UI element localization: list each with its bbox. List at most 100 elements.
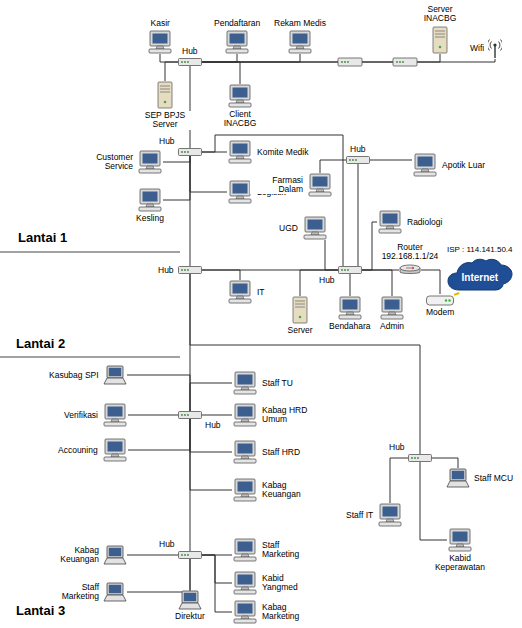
network-cable [362,222,377,270]
network-cable [390,458,408,503]
device-label: Hub [318,276,336,285]
hub-node: Hub [178,266,202,274]
pc-icon [232,538,258,562]
network-cable [421,270,440,294]
device-label: Kabid Keperawatan [433,554,487,573]
network-cable [300,270,338,296]
pc-node: Kasir [147,30,173,54]
cloud-node: ISP : 114.141.50.4Internet [445,257,515,293]
network-cable [202,415,232,416]
hub-icon [408,454,432,462]
device-label: Pendaftaran [213,19,261,28]
device-label: Rekam Medis [273,19,327,28]
device-label: Admin [379,322,405,331]
network-cable [320,160,346,173]
hub-icon [338,266,362,274]
pc-node: Staff TU [232,371,258,395]
device-label: Server INACBG [413,5,467,24]
network-cable [127,555,178,556]
network-cable [362,270,392,296]
cloud-label: Internet [462,272,499,283]
pc-node: Rekam Medis [287,30,313,54]
network-cable [358,164,359,266]
pc-node: Komite Medik [227,140,253,164]
laptop-icon [446,468,470,488]
device-label: Kesling [135,214,165,223]
pc-node: Kesling [137,188,163,212]
device-label: Bendahara [328,322,372,331]
hub-node: Hub [178,411,202,419]
modem-icon [426,294,454,306]
hub-icon [178,266,202,274]
hub-icon [178,148,202,156]
floor-divider [0,252,180,253]
hub-icon [178,58,202,66]
pc-icon [379,296,405,320]
hub-node: Hub [178,148,202,156]
device-label: UGD [278,224,299,233]
pc-icon [224,30,250,54]
device-label: IT [256,288,266,297]
network-cable [202,555,232,583]
pc-node: Staff HRD [232,440,258,464]
pc-node: Kabid Yangmed [232,571,258,595]
router-icon [399,264,421,276]
network-cable [165,62,178,81]
pc-node: Customer Service [137,150,163,174]
floor-label: Lantai 1 [18,230,67,245]
pc-node: UGD [302,216,328,240]
pc-node: Kabag Marketing [232,600,258,624]
device-label: Farmasi Dalam [250,176,304,195]
laptop-icon [103,582,127,602]
network-cable [202,555,232,612]
network-cable [190,383,232,411]
pc-icon [227,140,253,164]
pc-node: Pendaftaran [224,30,250,54]
laptop-node: Staff Marketing [103,582,127,602]
device-label: Apotik Luar [441,161,486,170]
network-cable [350,274,351,296]
device-label: Wifi [469,44,485,53]
network-cable [127,559,190,592]
wifi-icon [488,37,502,59]
network-cable [432,458,458,468]
device-label: Client INACBG [213,110,267,129]
device-label: ISP : 114.141.50.4 [446,246,514,255]
server-node: Server [291,296,309,324]
pc-node: Staff Marketing [232,538,258,562]
pc-icon [102,438,128,462]
pc-icon [307,173,333,197]
network-cable [128,415,178,416]
laptop-icon [103,365,127,385]
network-cable [190,156,227,192]
network-cable [128,419,190,450]
network-cable [202,135,343,266]
network-cable [202,54,300,62]
pc-icon [337,296,363,320]
device-label: Radiologi [406,218,443,227]
hub-node: Hub [178,551,202,559]
device-label: Staff IT [345,511,374,520]
device-label: Direktur [174,612,206,621]
network-cable [202,62,240,84]
server-icon [431,26,449,54]
device-label: Hub [204,421,222,430]
device-label: Staff Marketing [261,541,315,560]
server-icon [156,81,174,109]
modem-node: Modem [426,294,454,306]
pc-icon [227,280,253,304]
network-cable [420,462,447,540]
router-node: Router 192.168.1.1/24 [399,264,421,276]
pc-node: Client INACBG [227,84,253,108]
laptop-node: Kabag Keuangan [103,545,127,565]
network-cable [163,156,190,162]
hub-icon [178,551,202,559]
floor-divider [0,357,180,358]
pc-node: Kabid Keperawatan [447,528,473,552]
pc-node: Kabag HRD Umum [232,403,258,427]
network-cable [160,54,178,62]
pc-icon [447,528,473,552]
pc-node: Radiologi [377,210,403,234]
pc-icon [377,503,403,527]
laptop-node: Kasubag SPI [103,365,127,385]
